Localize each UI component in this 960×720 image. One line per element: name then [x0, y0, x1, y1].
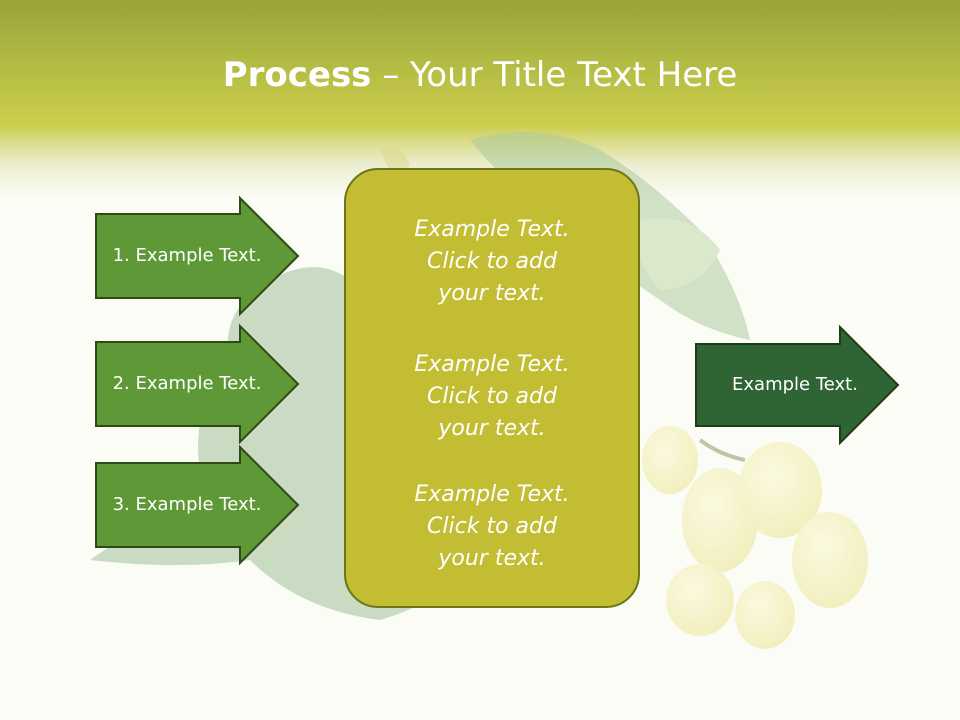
right-arrow-label: Example Text. [732, 374, 858, 395]
center-block-1-line1: Example Text. [414, 217, 570, 242]
center-text-box[interactable]: Example Text. Click to add your text. Ex… [344, 168, 640, 608]
right-arrow[interactable] [695, 324, 900, 446]
center-block-2-line1: Example Text. [414, 352, 570, 377]
center-block-2: Example Text. Click to add your text. [346, 349, 638, 445]
left-arrow-2-label: 2. Example Text. [112, 373, 262, 394]
center-block-3-line2: Click to add [427, 514, 557, 539]
left-arrow-3-label: 3. Example Text. [112, 494, 262, 515]
title-bold: Process [222, 55, 372, 95]
title-rest: – Your Title Text Here [371, 55, 738, 95]
center-block-1: Example Text. Click to add your text. [346, 214, 638, 310]
center-block-2-line2: Click to add [427, 384, 557, 409]
center-block-3-line3: your text. [438, 546, 546, 571]
slide-title: Process – Your Title Text Here [0, 52, 960, 98]
center-block-1-line2: Click to add [427, 249, 557, 274]
center-block-3: Example Text. Click to add your text. [346, 479, 638, 575]
left-arrow-1-label: 1. Example Text. [112, 245, 262, 266]
header-band [0, 0, 960, 200]
left-arrow-3[interactable] [95, 444, 300, 566]
center-block-3-line1: Example Text. [414, 482, 570, 507]
center-block-2-line3: your text. [438, 416, 546, 441]
left-arrow-1[interactable] [95, 195, 300, 317]
left-arrow-2[interactable] [95, 323, 300, 445]
center-block-1-line3: your text. [438, 281, 546, 306]
